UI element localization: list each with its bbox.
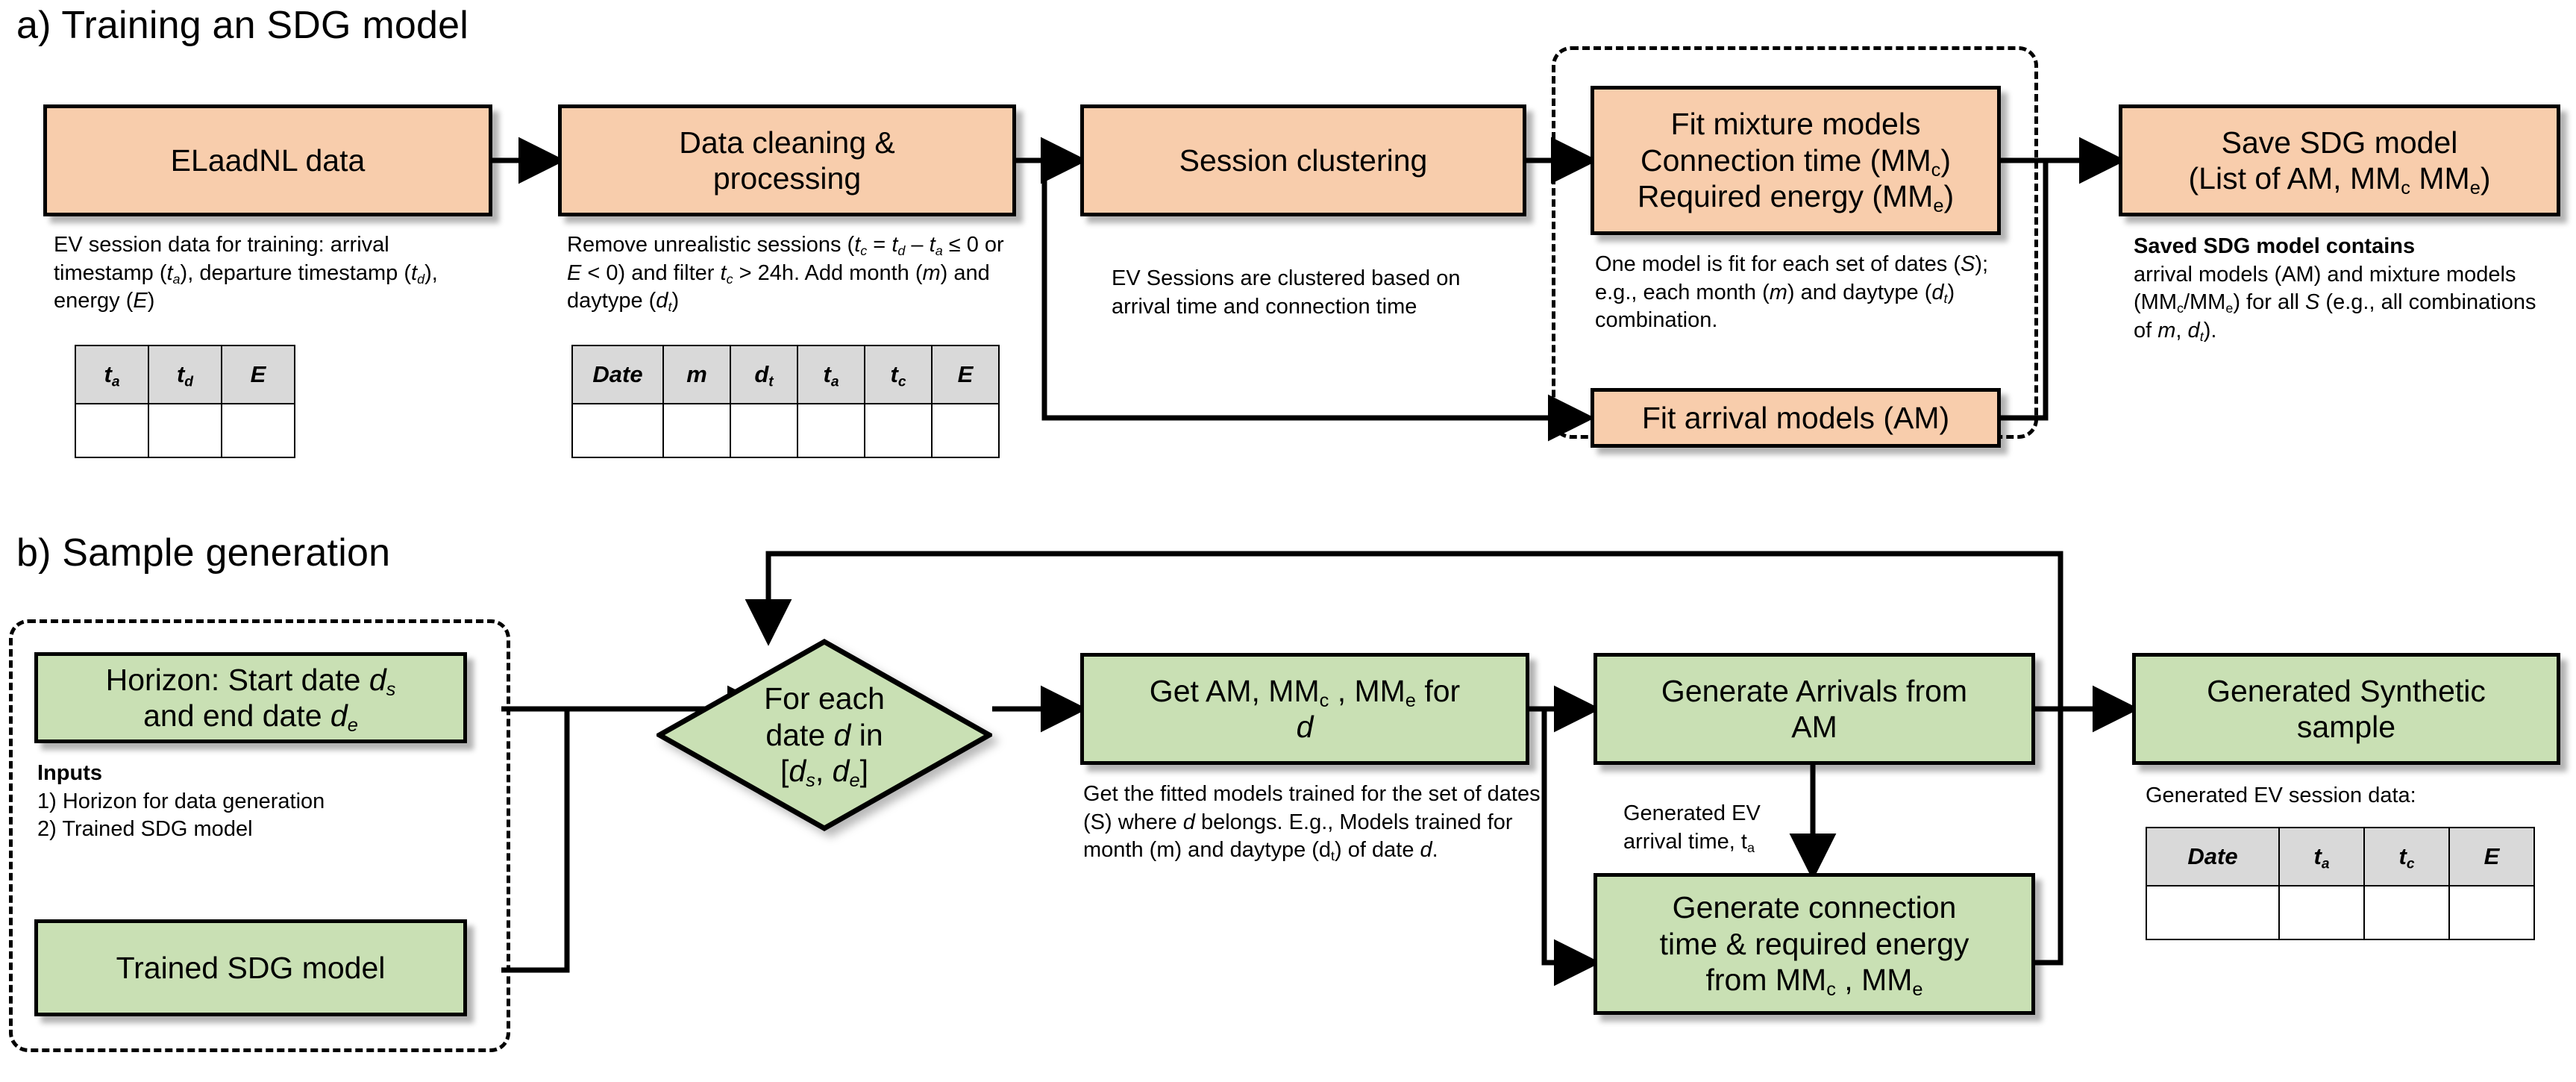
- node-fit-arrival-models[interactable]: Fit arrival models (AM): [1591, 388, 2001, 448]
- node-get-models-line1: Get AM, MMc , MMe for: [1149, 673, 1461, 711]
- node-data-cleaning-line1: Data cleaning &: [679, 125, 895, 160]
- th-tc: tc: [864, 345, 933, 404]
- node-save-sdg-model[interactable]: Save SDG model (List of AM, MMc MMe): [2119, 104, 2560, 216]
- node-generate-connection-energy[interactable]: Generate connection time & required ener…: [1593, 873, 2035, 1015]
- node-elaadnl-label: ELaadNL data: [170, 143, 366, 178]
- node-generate-conn-line2: time & required energy: [1659, 926, 1969, 961]
- caption-elaadnl: EV session data for training: arrival ti…: [54, 233, 438, 313]
- th-e: E: [2448, 827, 2535, 886]
- node-generate-conn-line1: Generate connection: [1672, 890, 1957, 925]
- wire-trained-to-decision: [501, 709, 570, 973]
- section-a-title: a) Training an SDG model: [16, 4, 468, 47]
- th-tc: tc: [2363, 827, 2450, 886]
- decision-label: For each date d in [ds, de]: [656, 639, 992, 831]
- table-generated-sessions: Date ta tc E: [2146, 827, 2535, 940]
- th-e: E: [221, 345, 295, 404]
- caption-input-2: 2) Trained SDG model: [37, 817, 253, 842]
- table-row: ta td E: [75, 345, 295, 404]
- th-m: m: [662, 345, 731, 404]
- caption-data-cleaning: Remove unrealistic sessions (tc = td – t…: [567, 233, 1004, 315]
- node-synthetic-line2: sample: [2296, 710, 2396, 744]
- table-row: [2146, 885, 2535, 940]
- node-data-cleaning[interactable]: Data cleaning & processing: [558, 104, 1016, 216]
- caption-save-sdg: Saved SDG model contains arrival models …: [2134, 234, 2536, 345]
- node-save-sdg-line1: Save SDG model: [2221, 125, 2458, 160]
- th-dt: dt: [730, 345, 798, 404]
- caption-inputs: Inputs 1) Horizon for data generation 2)…: [37, 760, 485, 844]
- table-row: Date m dt ta tc E: [571, 345, 1000, 404]
- caption-synthetic-sample: Generated EV session data:: [2146, 784, 2416, 807]
- caption-input-1: 1) Horizon for data generation: [37, 789, 325, 813]
- node-generate-arrivals-line1: Generate Arrivals from: [1661, 673, 1968, 708]
- node-horizon-line2: and end date de: [143, 698, 358, 737]
- node-generate-arrivals[interactable]: Generate Arrivals from AM: [1593, 653, 2035, 765]
- th-ta: ta: [797, 345, 865, 404]
- node-fit-mixture-line2: Connection time (MMc): [1640, 143, 1951, 181]
- decision-line1: For each: [764, 681, 885, 716]
- node-generate-arrivals-line2: AM: [1791, 710, 1837, 744]
- section-b-title: b) Sample generation: [16, 531, 391, 575]
- table-row: Date ta tc E: [2146, 827, 2535, 886]
- th-date: Date: [571, 345, 664, 404]
- table-clean-sessions: Date m dt ta tc E: [571, 345, 1000, 458]
- node-for-each-date-decision[interactable]: For each date d in [ds, de]: [656, 639, 992, 831]
- th-ta: ta: [2278, 827, 2365, 886]
- node-save-sdg-line2: (List of AM, MMc MMe): [2188, 161, 2491, 199]
- caption-inputs-title: Inputs: [37, 761, 102, 785]
- caption-save-sdg-bold: Saved SDG model contains: [2134, 234, 2416, 258]
- node-horizon-line1: Horizon: Start date ds: [105, 662, 396, 700]
- label-generated-arrival-time: Generated EV arrival time, ta: [1623, 801, 1761, 855]
- th-td: td: [148, 345, 222, 404]
- label-arrival-line1: Generated EV: [1623, 801, 1761, 825]
- th-date: Date: [2146, 827, 2280, 886]
- decision-line3: [ds, de]: [780, 754, 869, 792]
- node-trained-sdg-label: Trained SDG model: [116, 950, 386, 985]
- node-horizon[interactable]: Horizon: Start date ds and end date de: [34, 652, 467, 743]
- node-generated-synthetic-sample[interactable]: Generated Synthetic sample: [2132, 653, 2560, 765]
- node-synthetic-line1: Generated Synthetic: [2207, 673, 2486, 708]
- decision-line2: date d in: [765, 717, 883, 752]
- th-e: E: [931, 345, 1000, 404]
- node-fit-mixture-line1: Fit mixture models: [1670, 107, 1921, 142]
- node-fit-mixture-line3: Required energy (MMe): [1637, 179, 1955, 217]
- node-trained-sdg-model[interactable]: Trained SDG model: [34, 919, 467, 1016]
- dashed-group-inputs: [9, 619, 510, 1052]
- node-generate-conn-line3: from MMc , MMe: [1705, 963, 1923, 1001]
- node-session-clustering[interactable]: Session clustering: [1080, 104, 1526, 216]
- decision-shape: [656, 639, 992, 831]
- node-data-cleaning-line2: processing: [712, 161, 862, 196]
- wire-get-to-connection: [1541, 709, 1601, 986]
- table-row: [571, 403, 1000, 458]
- th-ta: ta: [75, 345, 149, 404]
- node-get-models[interactable]: Get AM, MMc , MMe for d: [1080, 653, 1529, 765]
- node-get-models-line2: d: [1296, 710, 1314, 744]
- caption-fit-mixture: One model is fit for each set of dates (…: [1595, 252, 1989, 333]
- node-fit-arrival-label: Fit arrival models (AM): [1641, 400, 1950, 435]
- wire-connection-to-synthetic: [2035, 685, 2140, 966]
- node-fit-mixture-models[interactable]: Fit mixture models Connection time (MMc)…: [1591, 86, 2001, 235]
- table-raw-sessions: ta td E: [75, 345, 295, 458]
- node-elaadnl-data[interactable]: ELaadNL data: [43, 104, 492, 216]
- caption-get-models: Get the fitted models trained for the se…: [1083, 782, 1541, 864]
- node-session-clustering-label: Session clustering: [1179, 143, 1428, 178]
- table-row: [75, 403, 295, 458]
- caption-session-clustering: EV Sessions are clustered based on arriv…: [1112, 266, 1461, 319]
